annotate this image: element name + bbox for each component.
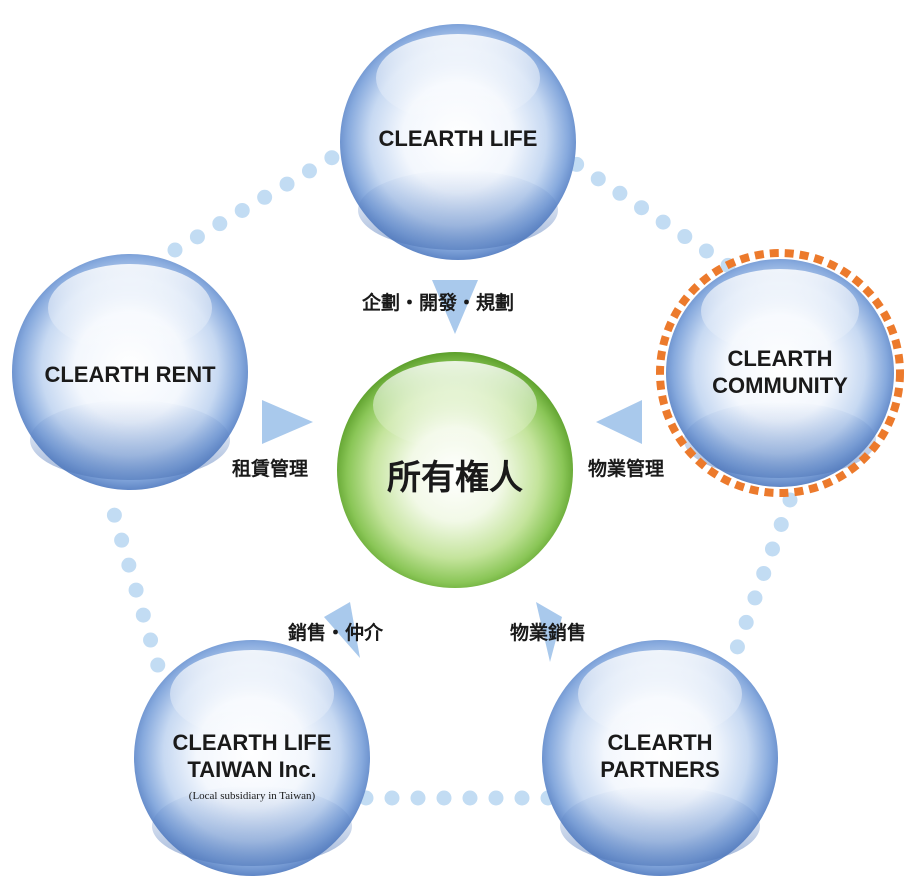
dotted-path-community-partners [714,492,798,698]
arrows [262,280,642,662]
sphere-clearth-partners [542,640,778,876]
relation-label-sales: 物業銷售 [510,622,587,644]
arrow-life-to-owner [432,280,478,334]
arrow-owner-to-taiwan [324,602,360,658]
dotted-path-rent-life [167,142,353,258]
relation-label-rental: 租賃管理 [232,458,309,480]
sphere-owner [337,352,573,588]
dotted-path-life-community [547,142,743,278]
dotted-ring [102,142,798,806]
owner-label: 所有権人 [387,458,523,498]
dotted-path-taiwan-rent [102,492,173,698]
arrow-rent-to-owner [262,400,313,444]
relation-label-property: 物業管理 [588,458,665,480]
sphere-clearth-community [656,249,904,497]
relation-label-brokerage: 銷售・仲介 [288,622,384,644]
arrow-owner-to-partners [536,602,562,662]
sphere-clearth-rent [12,254,248,490]
relation-label-planning: 企劃・開發・規劃 [362,292,515,314]
sphere-clearth-taiwan [134,640,370,876]
sphere-clearth-life [340,24,576,260]
highlight-ring [656,249,904,497]
arrow-community-to-owner [596,400,642,444]
